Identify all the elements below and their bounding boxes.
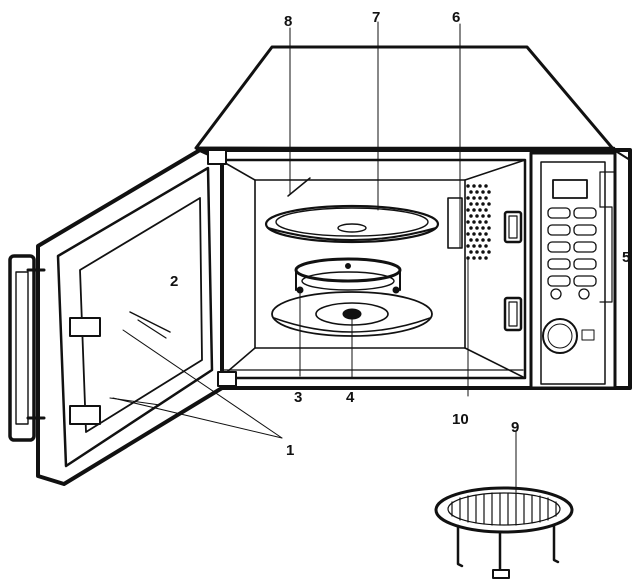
callout-1: 1 xyxy=(286,442,294,459)
display-window xyxy=(552,179,588,199)
door xyxy=(36,148,237,486)
control-panel xyxy=(529,151,617,390)
callout-10: 10 xyxy=(452,411,469,428)
callout-9: 9 xyxy=(511,419,519,436)
waveguide-cover xyxy=(447,184,491,260)
callout-8: 8 xyxy=(284,13,292,30)
grill-heater xyxy=(287,177,311,197)
leader-lines xyxy=(112,21,517,493)
callout-4: 4 xyxy=(346,389,355,406)
roller-ring xyxy=(294,257,402,294)
door-latch-holes xyxy=(503,210,523,332)
upper-glass-tray xyxy=(264,204,440,244)
callout-7: 7 xyxy=(372,9,380,26)
callout-5: 5 xyxy=(622,249,630,266)
callout-labels: 1 2 3 4 5 6 7 8 9 10 xyxy=(170,9,630,459)
metal-rack xyxy=(434,486,574,579)
callout-2: 2 xyxy=(170,273,178,290)
callout-3: 3 xyxy=(294,389,302,406)
control-dial xyxy=(542,318,578,354)
door-handle xyxy=(8,254,46,442)
callout-6: 6 xyxy=(452,9,460,26)
